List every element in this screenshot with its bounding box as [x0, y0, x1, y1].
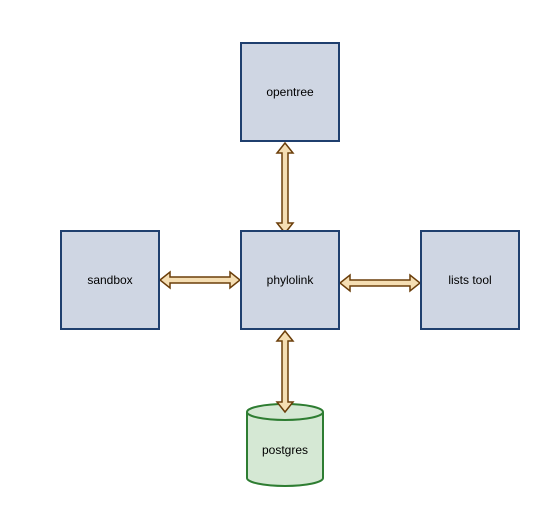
- node-lists-tool[interactable]: lists tool: [420, 230, 520, 330]
- arrow-phylolink-postgres: [275, 329, 295, 414]
- node-lists-tool-label: lists tool: [448, 273, 492, 287]
- node-opentree-label: opentree: [266, 85, 314, 99]
- node-postgres-label: postgres: [261, 443, 309, 457]
- arrow-phylolink-lists-tool: [338, 273, 422, 293]
- postgres-cylinder: [246, 403, 324, 487]
- node-postgres[interactable]: postgres: [247, 425, 323, 475]
- node-sandbox-label: sandbox: [87, 273, 133, 287]
- arrow-sandbox-phylolink: [158, 270, 242, 290]
- node-opentree[interactable]: opentree: [240, 42, 340, 142]
- arrow-phylolink-opentree: [275, 141, 295, 235]
- node-phylolink-label: phylolink: [266, 273, 314, 287]
- node-sandbox[interactable]: sandbox: [60, 230, 160, 330]
- node-phylolink[interactable]: phylolink: [240, 230, 340, 330]
